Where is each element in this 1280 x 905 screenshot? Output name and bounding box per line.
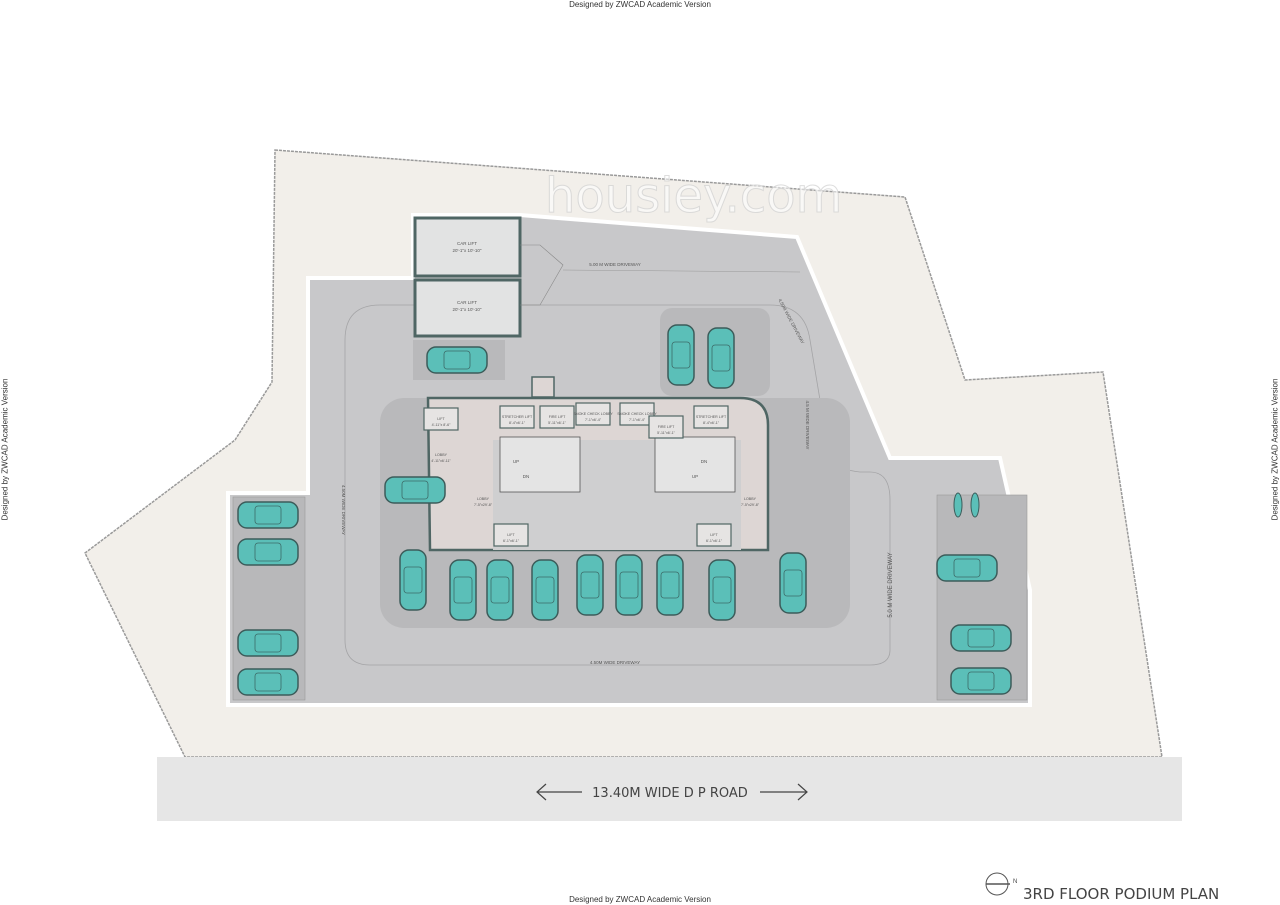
car-20 [779,552,807,614]
room-size: 7'-5"x29'-8" [474,503,493,507]
car-lift-1-size: 20'-1"x 10'-10" [453,248,482,253]
room-name: LIFT [710,533,718,537]
road-label: 13.40M WIDE D P ROAD [592,786,748,801]
driveway-label-right-inner: 4.5 M WIDE DRIVEWAY [805,400,810,449]
car-lift-2: CAR LIFT 20'-1"x 10'-10" [413,278,522,338]
room-name: LOBBY [435,453,448,457]
cars [237,324,1012,696]
north-arrow-icon: N [985,872,1017,896]
car-6 [384,476,446,504]
brand-watermark: housiey.com [545,168,842,224]
room-size: 6'-1"x6'-1" [503,539,520,543]
north-label: N [1013,879,1017,885]
room-lobby-w: LOBBY 7'-5"x29'-8" [474,497,493,507]
room-stretcher-lift-1: STRETCHER LIFT 8'-4"x6'-1" [499,405,535,429]
parking-bay-strip-right [936,494,1028,701]
car-16 [576,554,604,616]
car-lift-1: CAR LIFT 20'-1"x 10'-10" [413,216,522,278]
car-15 [531,559,559,621]
room-lobby-e: LOBBY 7'-5"x29'-8" [741,497,760,507]
motorbike-2 [970,492,980,518]
room-name: FIRE LIFT [549,415,566,419]
car-11 [707,327,735,389]
room-name: LIFT [507,533,515,537]
room-name: STRETCHER LIFT [696,415,727,419]
room-lobby-w-small: LOBBY 4'-11"x6'-11" [431,453,451,463]
room-name: LIFT [437,417,445,421]
room-size: 5'-11"x6'-1" [548,421,567,425]
room-name: FIRE LIFT [658,425,675,429]
car-1 [237,501,299,529]
room-stretcher-lift-2: STRETCHER LIFT 8'-4"x6'-1" [693,405,729,429]
car-12 [399,549,427,611]
room-lift-nw: LIFT 4'-11"x 8'-6" [423,407,459,431]
room-size: 8'-4"x6'-1" [509,421,526,425]
room-size: 8'-4"x6'-1" [703,421,720,425]
stair-up-2: UP [692,474,698,479]
driveway-label-bottom: 4.50M WIDE DRIVEWAY [590,660,640,665]
room-size: 4'-11"x6'-11" [431,459,451,463]
stair-dn-2: DN [701,459,708,464]
room-size: 4'-11"x 8'-6" [432,423,452,427]
room-fire-lift-2: FIRE LIFT 5'-11"x6'-1" [648,415,684,439]
car-10 [667,324,695,386]
room-smoke-check-1: SMOKE CHECK LOBBY 7'-1"x6'-4" [573,402,613,426]
car-18 [656,554,684,616]
dp-road [157,757,1182,821]
car-13 [449,559,477,621]
car-7 [936,554,998,582]
room-name: LOBBY [477,497,490,501]
room-size: 7'-5"x29'-8" [741,503,760,507]
car-lift-ramp [520,244,564,306]
room-name: SMOKE CHECK LOBBY [617,412,657,416]
car-9 [950,667,1012,695]
car-lift-2-name: CAR LIFT [457,300,477,305]
driveway-label-top: 5.00 M WIDE DRIVEWAY [589,262,641,267]
road-arrow [536,783,808,801]
stair-up-1: UP [513,459,519,464]
stair-dn-1: DN [523,474,530,479]
room-fire-lift-1: FIRE LIFT 5'-11"x6'-1" [539,405,575,429]
car-lift-1-name: CAR LIFT [457,241,477,246]
room-size: 6'-1"x6'-1" [706,539,723,543]
car-19 [708,559,736,621]
parking-bay-strip-left [232,496,306,701]
car-lift-2-size: 20'-1"x 10'-10" [453,307,482,312]
car-3 [237,629,299,657]
room-name: SMOKE CHECK LOBBY [573,412,613,416]
car-2 [237,538,299,566]
room-name: STRETCHER LIFT [502,415,533,419]
watermark-bottom: Designed by ZWCAD Academic Version [569,895,711,904]
room-size: 5'-11"x6'-1" [657,431,676,435]
motorbike-1 [953,492,963,518]
driveway-loop [344,304,891,666]
car-17 [615,554,643,616]
room-name: LOBBY [744,497,757,501]
driveway-label-left: 4.50M WIDE DRIVEWAY [341,485,346,535]
car-4 [237,668,299,696]
room-lift-se: LIFT 6'-1"x6'-1" [696,523,732,547]
car-5 [426,346,488,374]
room-smoke-check-2: SMOKE CHECK LOBBY 7'-1"x6'-4" [617,402,657,426]
room-lift-sw: LIFT 6'-1"x6'-1" [493,523,529,547]
room-size: 7'-1"x6'-4" [585,418,602,422]
plan-title: 3RD FLOOR PODIUM PLAN [1023,885,1219,903]
driveway-label-right: 5.0 M WIDE DRIVEWAY [888,552,894,617]
car-14 [486,559,514,621]
car-8 [950,624,1012,652]
driveway-line-top [562,269,801,273]
watermark-top: Designed by ZWCAD Academic Version [569,0,711,9]
room-size: 7'-1"x6'-4" [629,418,646,422]
